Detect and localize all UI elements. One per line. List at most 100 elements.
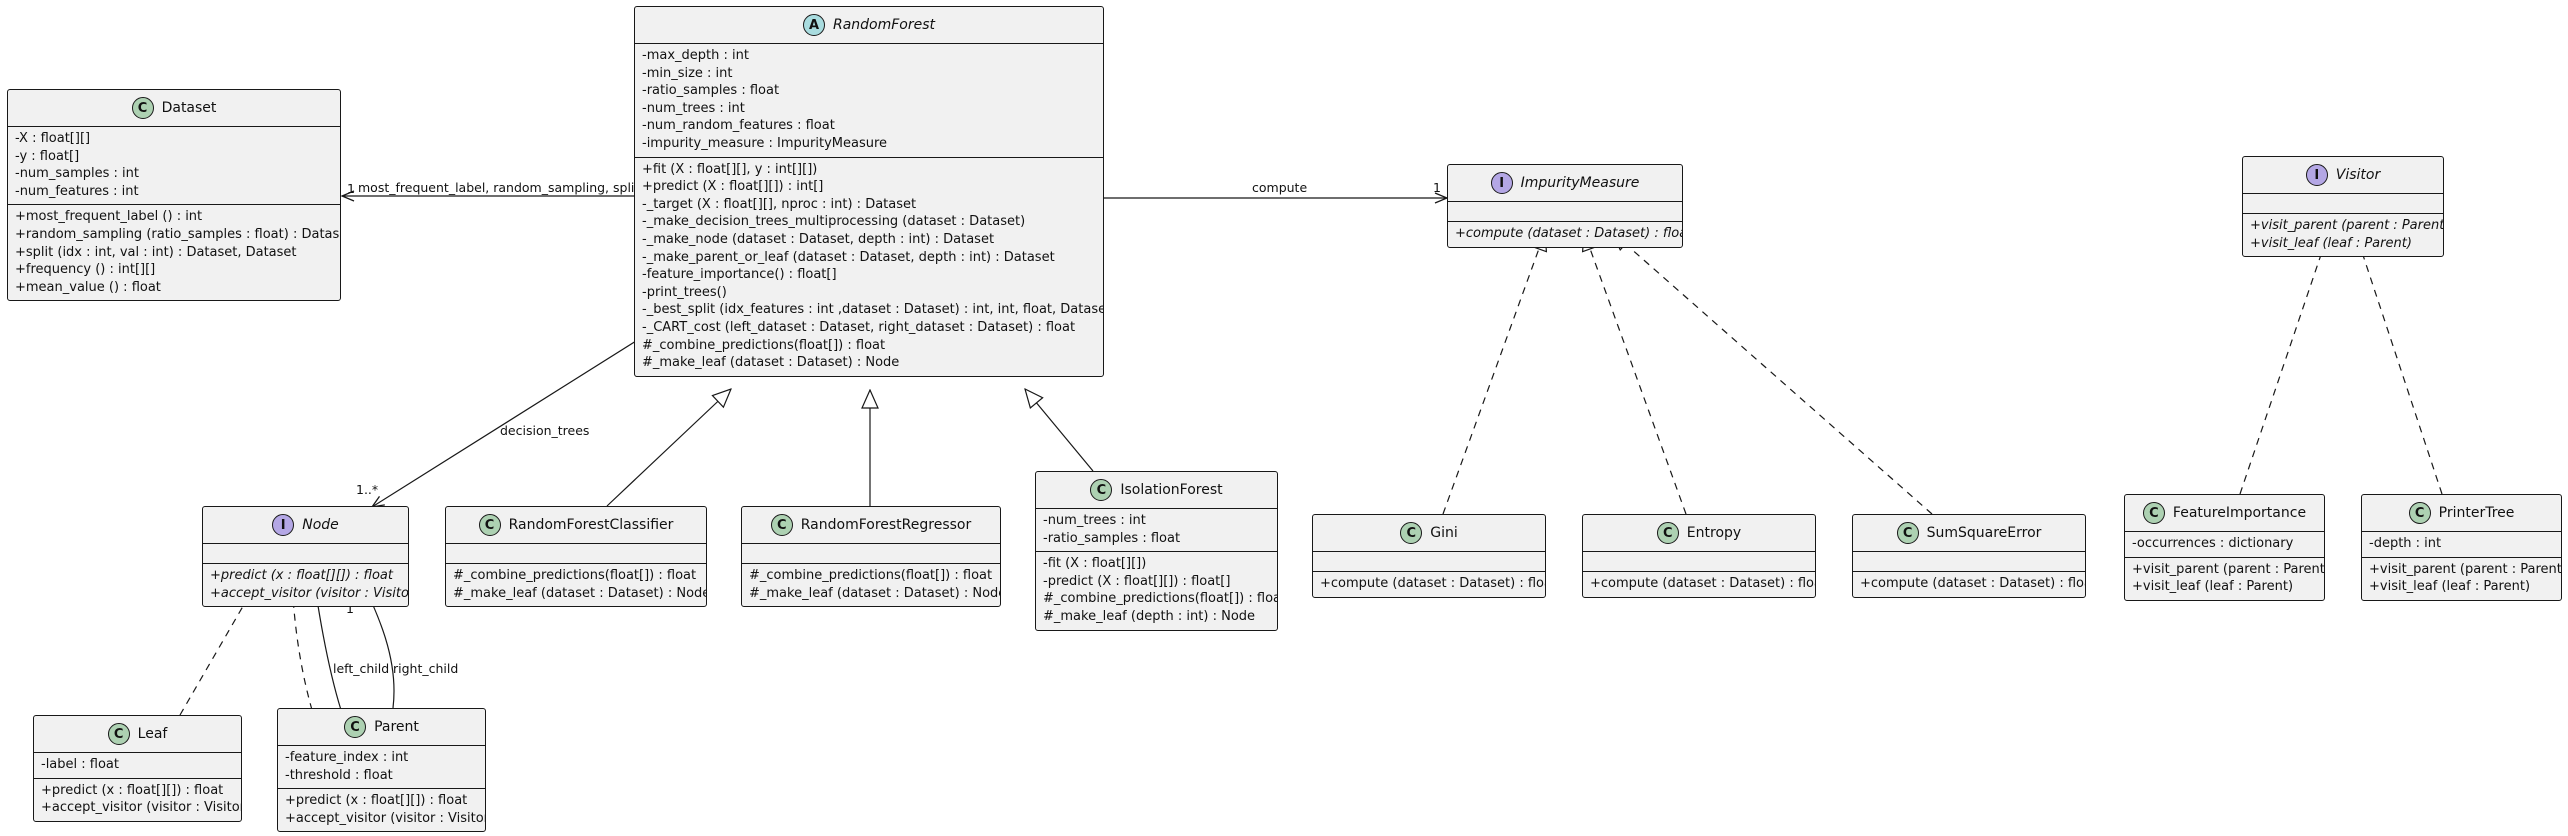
method: +visit_leaf (leaf : Parent) <box>2132 579 2294 595</box>
edge-sumsquareerror-impuritymeasure <box>1612 232 1933 515</box>
method: +compute (dataset : Dataset) : float <box>1320 576 1546 591</box>
class-icon: C <box>1896 522 1919 544</box>
attributes-section: -max_depth : int -min_size : int -ratio_… <box>635 43 1103 157</box>
attribute: -y : float[] <box>15 148 80 164</box>
class-icon: C <box>478 514 501 536</box>
method: +visit_parent (parent : Parent) <box>2132 561 2325 577</box>
method: +most_frequent_label () : int <box>15 209 203 225</box>
method: +accept_visitor (visitor : Visitor) <box>285 810 486 826</box>
attributes-section <box>742 543 1000 563</box>
class-name: FeatureImportance <box>2172 505 2307 521</box>
edge-featureimportance-visitor <box>2239 231 2329 495</box>
attribute: -impurity_measure : ImpurityMeasure <box>642 135 888 151</box>
method: +split (idx : int, val : int) : Dataset,… <box>15 244 297 260</box>
label-decision-trees: decision_trees <box>500 423 590 438</box>
attributes-section <box>1853 551 2085 571</box>
method: #_combine_predictions(float[]) : float <box>453 568 697 583</box>
methods-section: +compute (dataset : Dataset) : float <box>1853 571 2085 597</box>
attributes-section: -label : float <box>34 752 241 778</box>
methods-section: +predict (x : float[][]) : float +accept… <box>278 788 485 831</box>
method: -predict (X : float[][]) : float[] <box>1043 573 1231 589</box>
methods-section: +visit_parent (parent : Parent) +visit_l… <box>2125 556 2325 600</box>
method: +compute (dataset : Dataset) : float <box>1455 226 1683 241</box>
method: -_target (X : float[][], nproc : int) : … <box>642 196 917 212</box>
method: +visit_parent (parent : Parent) <box>2369 561 2562 577</box>
method: #_make_leaf (dataset : Dataset) : Node <box>453 585 707 601</box>
class-icon: C <box>344 716 367 738</box>
class-name: IsolationForest <box>1120 482 1223 498</box>
edge-parent-node-realization <box>291 551 313 711</box>
attribute: -num_trees : int <box>1043 513 1146 528</box>
class-parent[interactable]: C Parent -feature_index : int -threshold … <box>277 708 486 833</box>
class-randomforest[interactable]: A RandomForest -max_depth : int -min_size… <box>634 6 1104 377</box>
class-icon: C <box>1400 522 1423 544</box>
class-gini[interactable]: C Gini +compute (dataset : Dataset) : flo… <box>1312 514 1546 598</box>
methods-section: +predict (x : float[][]) : float +accept… <box>34 777 241 821</box>
attribute: -num_features : int <box>15 183 139 199</box>
attribute: -ratio_samples : float <box>642 83 780 99</box>
attribute: -num_samples : int <box>15 166 139 182</box>
method: +mean_value () : float <box>15 279 161 295</box>
attribute: -threshold : float <box>285 767 393 783</box>
edge-classifier-randomforest <box>606 389 731 507</box>
method: +accept_visitor (visitor : Visitor) <box>210 585 409 601</box>
method: +visit_parent (parent : Parent) <box>2250 218 2444 233</box>
abstract-class-icon: A <box>802 14 825 36</box>
label-right-child: right_child <box>393 661 459 676</box>
class-icon: C <box>131 97 154 119</box>
class-name: RandomForest <box>832 17 936 33</box>
method: -feature_importance() : float[] <box>642 267 837 283</box>
attributes-section <box>1448 201 1682 221</box>
attributes-section <box>1313 551 1545 571</box>
interface-icon: I <box>1490 172 1513 194</box>
attribute: -occurrences : dictionary <box>2132 536 2294 551</box>
method: +visit_leaf (leaf : Parent) <box>2250 235 2412 251</box>
method: #_make_leaf (dataset : Dataset) : Node <box>749 585 1001 601</box>
class-name: Leaf <box>137 726 168 742</box>
method: +compute (dataset : Dataset) : float <box>1590 576 1816 591</box>
attributes-section: -occurrences : dictionary <box>2125 531 2324 557</box>
edge-printertree-visitor <box>2355 231 2443 495</box>
method: -_make_node (dataset : Dataset, depth : … <box>642 231 995 247</box>
method: +random_sampling (ratio_samples : float)… <box>15 226 341 242</box>
edge-randomforest-node <box>372 341 636 507</box>
class-name: RandomForestRegressor <box>800 517 972 533</box>
edge-isolationforest-randomforest <box>1025 389 1094 472</box>
method: #_make_leaf (dataset : Dataset) : Node <box>642 355 900 371</box>
method: +frequency () : int[][] <box>15 262 156 278</box>
label-compute: compute <box>1252 180 1308 195</box>
edge-entropy-impuritymeasure <box>1584 232 1687 515</box>
methods-section: #_combine_predictions(float[]) : float #… <box>446 563 706 606</box>
methods-section: #_combine_predictions(float[]) : float #… <box>742 563 1000 606</box>
attribute: -num_trees : int <box>642 100 745 116</box>
edge-gini-impuritymeasure <box>1442 232 1545 515</box>
method: #_make_leaf (depth : int) : Node <box>1043 608 1256 624</box>
label-decision-trees-multiplicity: 1..* <box>356 482 379 497</box>
class-name: ImpurityMeasure <box>1520 175 1640 191</box>
attributes-section <box>446 543 706 563</box>
class-icon: C <box>2408 502 2431 524</box>
attribute: -num_random_features : float <box>642 118 835 134</box>
interface-impuritymeasure[interactable]: I ImpurityMeasure +compute (dataset : Dat… <box>1447 164 1683 248</box>
attributes-section: -feature_index : int -threshold : float <box>278 745 485 788</box>
method: +predict (x : float[][]) : float <box>41 782 224 798</box>
method: -fit (X : float[][]) <box>1043 556 1147 572</box>
method: -_best_split (idx_features : int ,datase… <box>642 302 1104 318</box>
method: -print_trees() <box>642 284 727 300</box>
class-name: Gini <box>1430 525 1458 541</box>
methods-section: -fit (X : float[][]) -predict (X : float… <box>1036 551 1277 629</box>
methods-section: +visit_parent (parent : Parent) +visit_l… <box>2243 213 2443 256</box>
class-name: Parent <box>374 719 419 735</box>
